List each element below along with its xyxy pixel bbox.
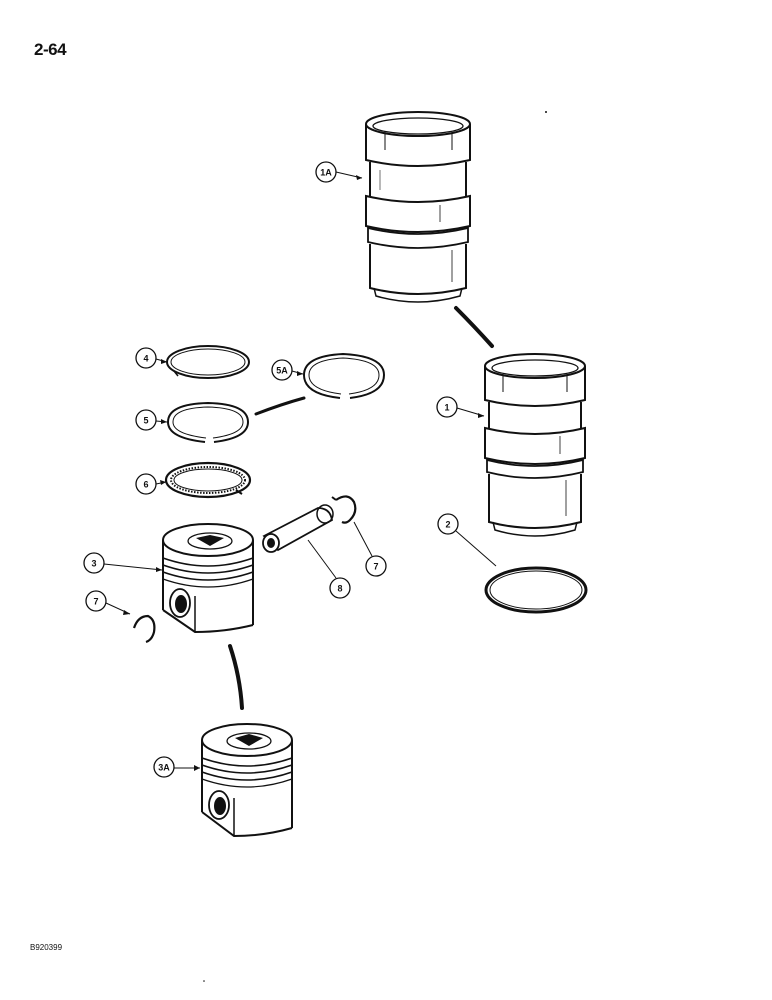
callout-7-right: 7 xyxy=(353,521,387,577)
svg-text:3: 3 xyxy=(91,559,96,569)
transition-arrow-3-to-3a xyxy=(228,644,244,710)
snap-ring-7-left xyxy=(132,614,156,644)
svg-text:1: 1 xyxy=(444,403,449,413)
callout-1: 1 xyxy=(436,396,485,418)
oil-control-ring-6 xyxy=(164,461,252,499)
piston-ring-5 xyxy=(166,401,250,443)
svg-text:6: 6 xyxy=(143,480,148,490)
cylinder-liner-1 xyxy=(484,353,586,537)
svg-text:7: 7 xyxy=(373,562,378,572)
callout-6: 6 xyxy=(135,473,167,495)
svg-text:8: 8 xyxy=(337,584,342,594)
callout-5a: 5A xyxy=(271,359,304,381)
callout-3: 3 xyxy=(83,552,163,574)
cylinder-liner-1a xyxy=(365,111,471,303)
svg-text:7: 7 xyxy=(93,597,98,607)
print-speck xyxy=(545,111,547,113)
piston-3a xyxy=(201,723,293,838)
page-number: 2-64 xyxy=(34,40,67,59)
callout-8: 8 xyxy=(307,539,351,599)
piston-3 xyxy=(162,523,254,634)
callout-4: 4 xyxy=(135,347,168,369)
svg-text:3A: 3A xyxy=(158,763,170,773)
transition-arrow-5-to-5a xyxy=(254,396,306,416)
svg-text:1A: 1A xyxy=(320,168,332,178)
svg-text:2: 2 xyxy=(445,520,450,530)
transition-arrow-1a-to-1 xyxy=(454,306,494,348)
svg-text:5: 5 xyxy=(143,416,148,426)
callout-7-left: 7 xyxy=(85,590,131,615)
piston-pin-8 xyxy=(262,504,334,553)
callout-2: 2 xyxy=(437,513,497,567)
print-speck xyxy=(203,980,205,982)
svg-text:5A: 5A xyxy=(276,366,288,376)
figure-code: B920399 xyxy=(30,943,63,952)
callout-1a: 1A xyxy=(315,161,363,183)
svg-text:4: 4 xyxy=(143,354,148,364)
callout-5: 5 xyxy=(135,409,168,431)
piston-ring-4 xyxy=(166,345,250,379)
piston-ring-5a xyxy=(302,352,386,399)
o-ring-2 xyxy=(484,566,588,614)
snap-ring-7-right xyxy=(331,495,357,524)
callout-3a: 3A xyxy=(153,756,200,778)
